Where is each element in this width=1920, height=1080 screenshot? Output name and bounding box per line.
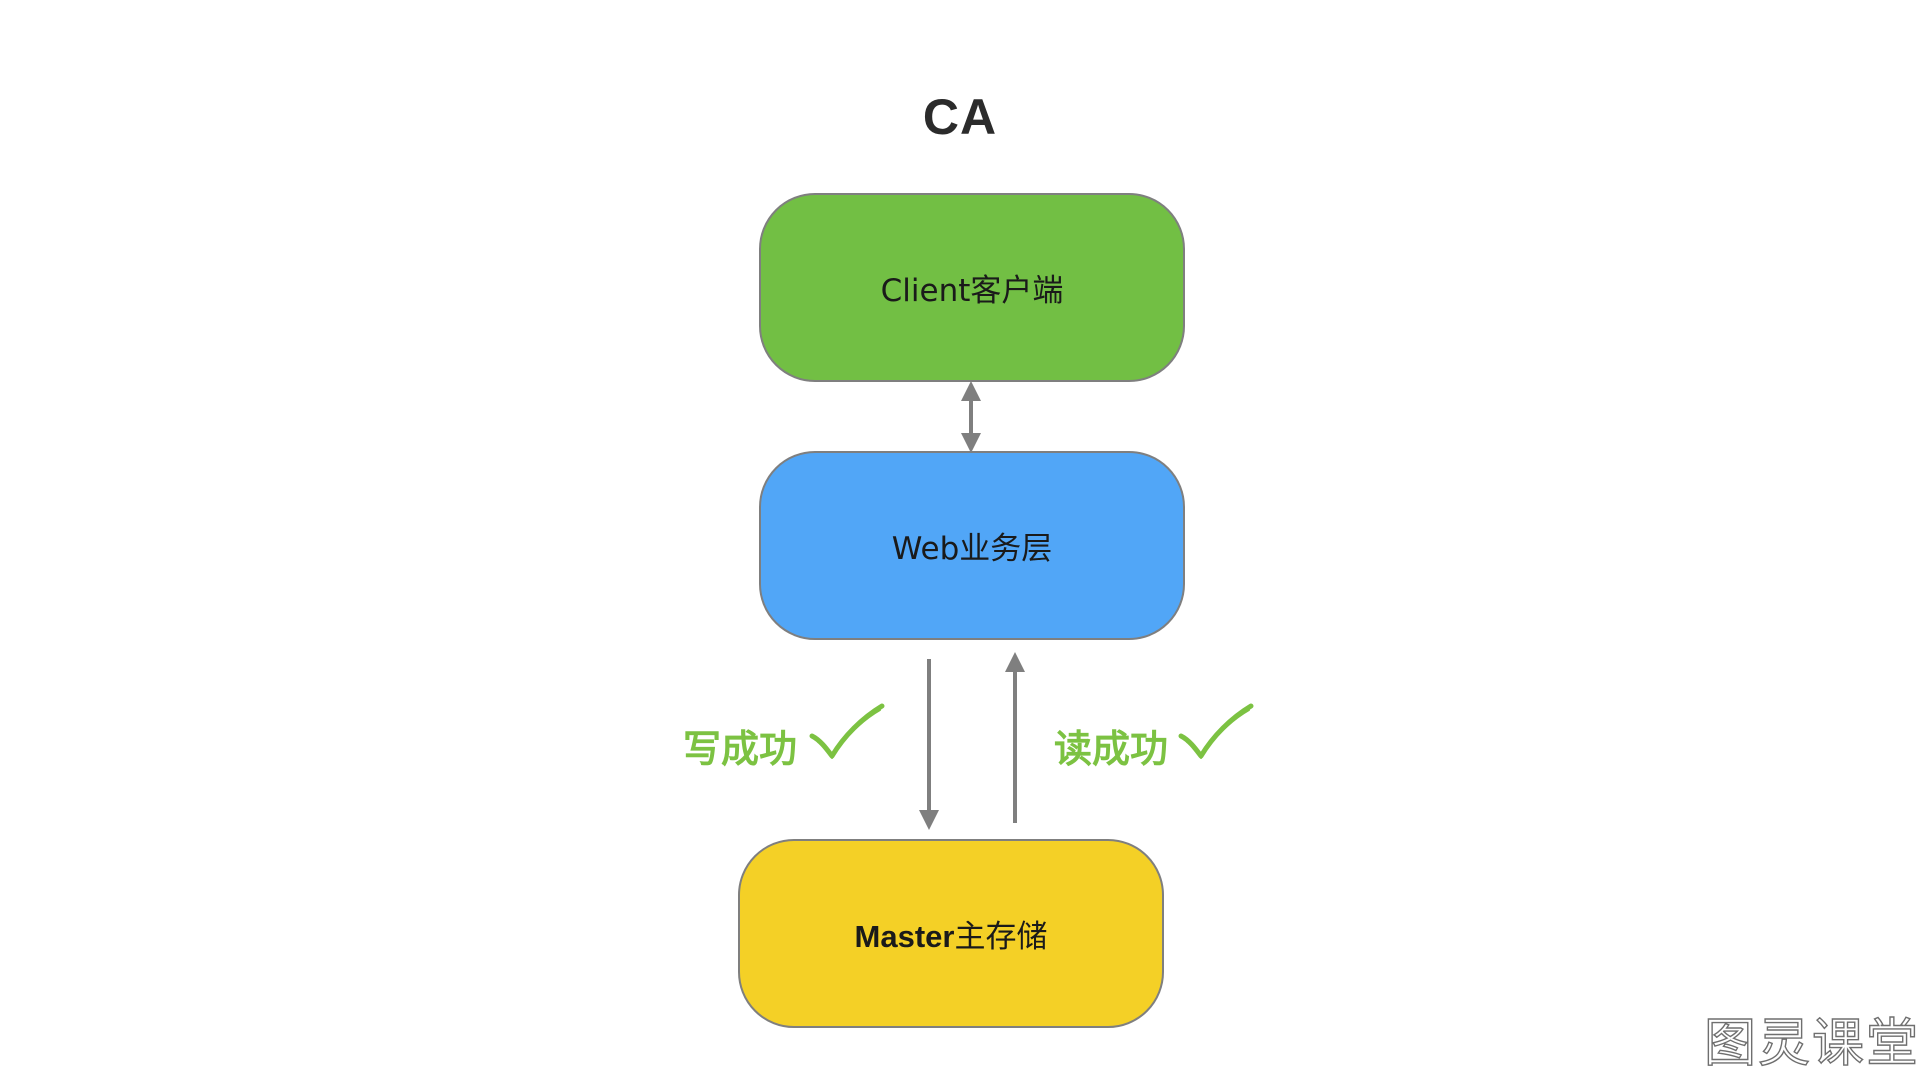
watermark: 图灵课堂 [1703, 1013, 1920, 1074]
master-storage-label-bold: Master [854, 919, 955, 954]
write-success-checkmark-icon [809, 703, 885, 759]
read-success-checkmark-icon [1178, 703, 1254, 759]
read-success-label: 读成功 [1054, 727, 1169, 771]
master-storage-label-rest: 主存储 [954, 919, 1048, 955]
web-layer-node-label: Web业务层 [891, 531, 1053, 567]
master-storage-node: Master主存储 [738, 839, 1164, 1028]
client-node-label: Client客户端 [880, 273, 1064, 309]
master-storage-node-label: Master主存储 [855, 911, 1048, 956]
client-node: Client客户端 [759, 193, 1185, 382]
write-success-label: 写成功 [683, 727, 798, 771]
diagram-title: CA [922, 89, 998, 145]
